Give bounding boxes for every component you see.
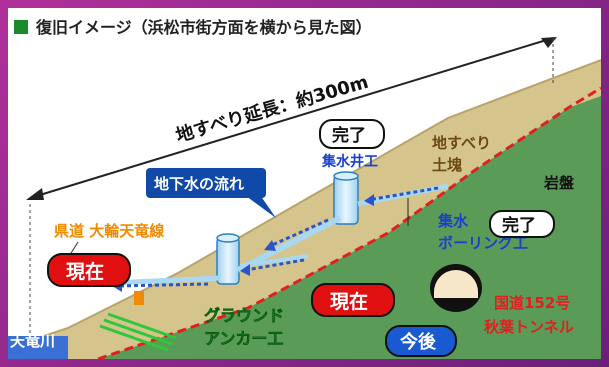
badge-complete-boring xyxy=(489,210,555,238)
badge-current-center xyxy=(311,283,395,317)
tunnel-label-2: 秋葉トンネル xyxy=(484,318,574,336)
river-area xyxy=(8,336,68,359)
collection-well-lower-top xyxy=(216,233,240,243)
tunnel-label-1: 国道152号 xyxy=(494,294,570,312)
drainage-boring-label-1: 集水 xyxy=(437,212,469,230)
tunnel-icon xyxy=(430,264,482,312)
river-label: 天竜川 xyxy=(10,332,55,350)
ground-anchor-label-2: アンカー工 xyxy=(204,329,283,348)
drainage-boring-pipe-lower xyxy=(239,254,309,268)
badge-current-left-text: 現在 xyxy=(66,260,104,283)
collection-well-lower xyxy=(216,237,240,285)
groundwater-flow-label: 地下水の流れ xyxy=(154,175,244,193)
bedrock-label: 岩盤 xyxy=(543,174,575,192)
length-dimension-line xyxy=(29,37,554,199)
badge-current-center-text: 現在 xyxy=(330,290,368,313)
cross-section-diagram: 復旧イメージ（浜松市街方面を横から見た図） 地すべり延長：約300m 地下水の流… xyxy=(8,18,601,359)
drainage-boring-label-2: ボーリング工 xyxy=(438,234,528,252)
page-title: 復旧イメージ（浜松市街方面を横から見た図） xyxy=(35,18,372,37)
groundwater-flow-label-box xyxy=(146,168,266,198)
length-arrowhead-right xyxy=(541,37,557,48)
ground-anchor-label-1: グラウンド xyxy=(204,306,284,325)
collection-well-upper-top xyxy=(333,171,359,181)
badge-complete-well xyxy=(319,119,385,149)
badge-complete-well-text: 完了 xyxy=(332,125,366,146)
water-flow-arrows xyxy=(117,186,439,288)
badge-future-text: 今後 xyxy=(400,331,437,353)
landslide-mass-label-1: 地すべり xyxy=(432,134,491,152)
length-arrowhead-left xyxy=(26,188,44,200)
header-marker xyxy=(14,20,28,34)
landslide-mass-label-2: 土塊 xyxy=(432,156,462,174)
groundwater-flow-label-pointer xyxy=(246,192,276,218)
ground-surface-line xyxy=(8,59,601,349)
badge-future xyxy=(385,325,457,357)
ground-anchors xyxy=(99,312,177,352)
drain-pipe-connector xyxy=(236,215,342,273)
slip-surface-line xyxy=(97,86,601,359)
prefectural-road-label: 県道 大輪天竜線 xyxy=(54,222,164,240)
badge-current-left xyxy=(47,253,131,287)
road-marker xyxy=(134,291,144,305)
collection-well-label: 集水井工 xyxy=(321,153,378,170)
diagram-panel: 復旧イメージ（浜松市街方面を横から見た図） 地すべり延長：約300m 地下水の流… xyxy=(8,8,601,359)
badge-complete-boring-text: 完了 xyxy=(502,215,536,236)
